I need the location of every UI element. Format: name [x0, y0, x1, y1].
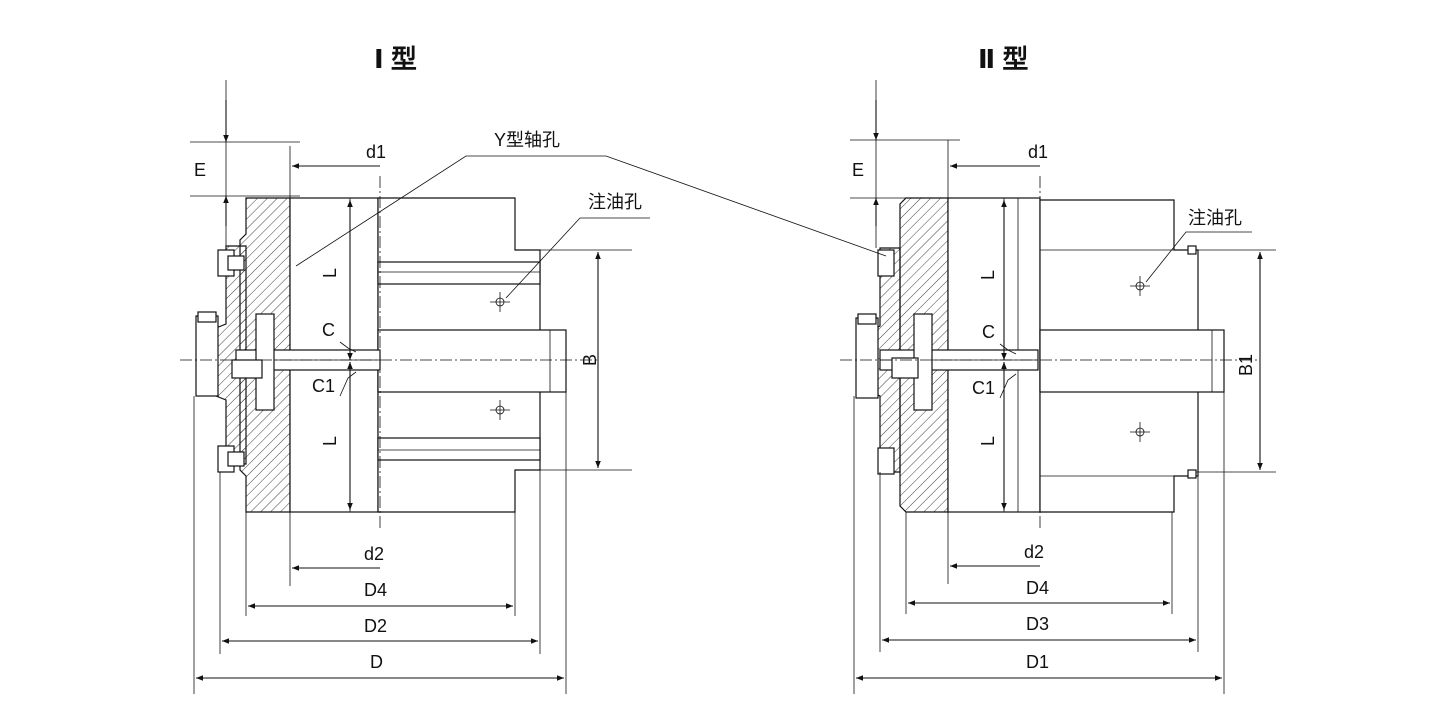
fig1-label-C: C	[322, 320, 335, 340]
fig1-bolt-top	[217, 249, 245, 277]
fig1-label-B: B	[580, 354, 600, 366]
fig1-oil-hole-bottom	[490, 400, 510, 420]
fig2-label-d2: d2	[1024, 542, 1044, 562]
fig1-oil-hole-top	[490, 292, 510, 312]
fig2-label-d1: d1	[1028, 142, 1048, 162]
fig2-shaft-tube	[1039, 329, 1225, 393]
fig1-label-C1: C1	[312, 376, 335, 396]
fig1-label-E: E	[194, 160, 206, 180]
shared-callout: Y型轴孔	[295, 130, 887, 267]
fig2-label-L-bottom: L	[978, 436, 998, 446]
fig2-label-oil-hole: 注油孔	[1188, 208, 1242, 228]
callout-y-shaft-hole: Y型轴孔	[494, 130, 560, 150]
fig2-oil-hole-bottom	[1130, 422, 1150, 442]
fig1-valve	[195, 311, 275, 411]
fig2-label-C: C	[982, 322, 995, 342]
fig2-label-D4: D4	[1026, 578, 1049, 598]
fig1-label-L-bottom: L	[320, 436, 340, 446]
fig1-bolt-bottom	[217, 445, 245, 473]
fig1-label-D4: D4	[364, 580, 387, 600]
fig2-label-B1: B1	[1236, 354, 1256, 376]
figure-1-title: Ⅰ 型	[374, 44, 417, 74]
fig2-label-L-top: L	[978, 270, 998, 280]
figure-type-2: Ⅱ 型	[840, 44, 1276, 694]
fig1-label-oil-hole: 注油孔	[588, 192, 642, 212]
fig2-label-E: E	[852, 160, 864, 180]
figure-2-title: Ⅱ 型	[978, 44, 1028, 74]
fig1-label-L-top: L	[320, 268, 340, 278]
fig2-label-C1: C1	[972, 378, 995, 398]
fig1-clamp-plate	[215, 245, 247, 465]
fig1-shaft-tube	[377, 329, 567, 393]
figure-type-1: Ⅰ 型	[180, 44, 650, 694]
fig1-label-d1: d1	[366, 142, 386, 162]
fig1-label-d2: d2	[364, 544, 384, 564]
fig2-label-D3: D3	[1026, 614, 1049, 634]
fig1-label-D2: D2	[364, 616, 387, 636]
fig1-label-D: D	[370, 652, 383, 672]
fig2-valve	[855, 313, 933, 411]
fig2-label-D1: D1	[1026, 652, 1049, 672]
fig2-oil-hole-top	[1130, 276, 1150, 296]
